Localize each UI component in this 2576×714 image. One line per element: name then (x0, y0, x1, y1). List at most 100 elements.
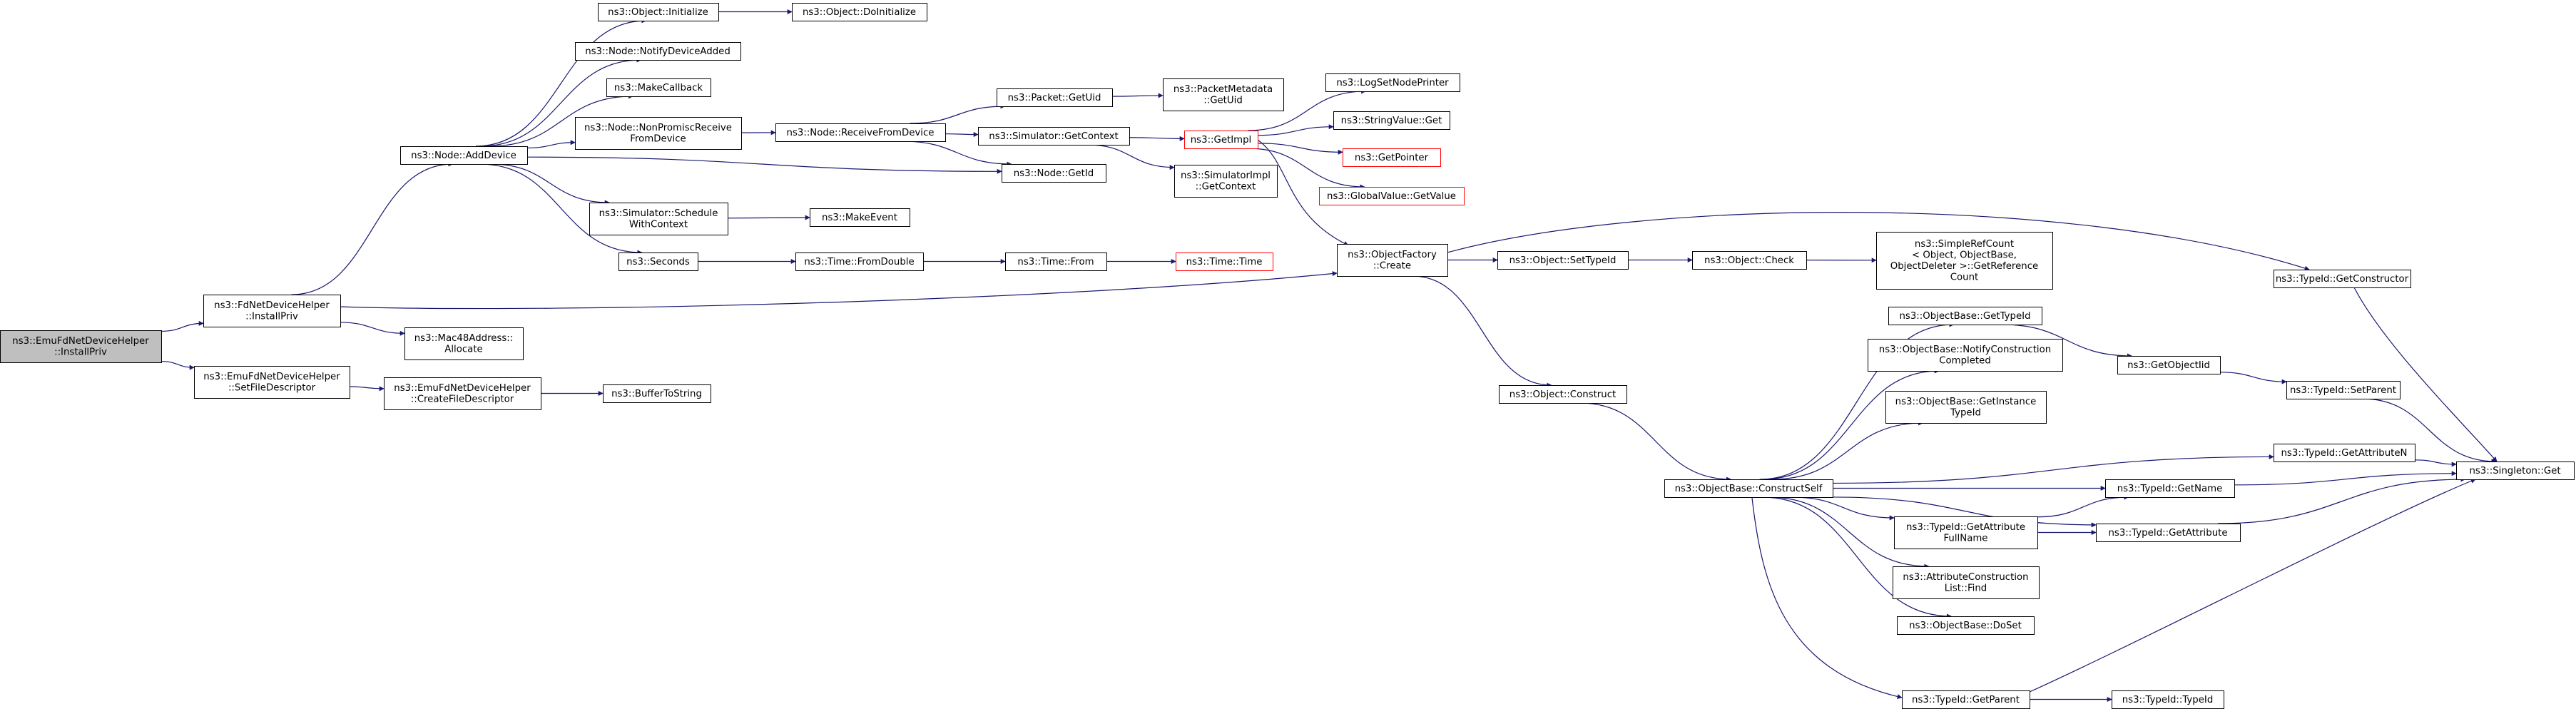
node-settypeid[interactable]: ns3::Object::SetTypeId (1497, 251, 1629, 270)
node-label-line: ns3::Object::SetTypeId (1510, 255, 1617, 266)
node-getattrn[interactable]: ns3::TypeId::GetAttributeN (2274, 444, 2415, 462)
node-label-line: ns3::PacketMetadata (1174, 84, 1273, 95)
node-label-line: ns3::Object::Initialize (608, 7, 708, 18)
node-label-line: ns3::MakeCallback (614, 83, 703, 93)
node-seconds[interactable]: ns3::Seconds (618, 253, 698, 271)
node-box (2456, 461, 2575, 480)
node-box (1897, 616, 2035, 635)
node-getparent[interactable]: ns3::TypeId::GetParent (1902, 690, 2030, 709)
node-doset[interactable]: ns3::ObjectBase::DoSet (1897, 616, 2035, 635)
node-pmeta[interactable]: ns3::PacketMetadata::GetUid (1163, 78, 1284, 111)
node-label-line: ns3::Node::NonPromiscReceive (584, 123, 732, 133)
edge-node_add-to-makecb (489, 93, 633, 147)
edge-getctx-to-getimpl (1129, 136, 1185, 141)
node-refcount[interactable]: ns3::SimpleRefCount< Object, ObjectBase,… (1876, 232, 2053, 290)
node-label-line: ns3::Simulator::GetContext (989, 131, 1118, 142)
node-label-line: ns3::Simulator::Schedule (599, 208, 718, 219)
node-label-line: ns3::FdNetDeviceHelper (214, 300, 330, 311)
node-emu_create[interactable]: ns3::EmuFdNetDeviceHelper::CreateFileDes… (384, 377, 541, 410)
node-globalget[interactable]: ns3::GlobalValue::GetValue (1319, 187, 1465, 205)
node-box (997, 88, 1113, 107)
node-getobjid[interactable]: ns3::GetObjectIid (2117, 356, 2221, 374)
edge-getimpl-to-strget (1257, 124, 1334, 136)
node-getctor[interactable]: ns3::TypeId::GetConstructor (2274, 270, 2411, 288)
node-logset[interactable]: ns3::LogSetNodePrinter (1325, 73, 1460, 92)
node-box (1337, 244, 1448, 277)
node-box (1002, 164, 1106, 183)
node-getuid[interactable]: ns3::Packet::GetUid (997, 88, 1113, 107)
node-root[interactable]: ns3::EmuFdNetDeviceHelper::InstallPriv (0, 330, 162, 363)
node-strget[interactable]: ns3::StringValue::Get (1333, 111, 1450, 130)
node-label-line: ns3::TypeId::TypeId (2122, 695, 2214, 705)
edge-root-to-fd_install (161, 320, 204, 332)
edge-getimpl-to-getptr (1257, 143, 1343, 155)
node-label-line: ns3::MakeEvent (822, 213, 897, 223)
node-box (1664, 479, 1833, 498)
node-notify[interactable]: ns3::Node::NotifyDeviceAdded (575, 42, 741, 61)
edge-getctor-to-singleton (2353, 287, 2498, 462)
node-box (575, 42, 741, 61)
node-box (795, 253, 924, 271)
node-label-line: ns3::Node::NotifyDeviceAdded (585, 46, 730, 57)
node-box (1184, 131, 1258, 149)
node-mac48[interactable]: ns3::Mac48Address::Allocate (404, 327, 524, 360)
node-setparent[interactable]: ns3::TypeId::SetParent (2286, 381, 2401, 399)
node-label-line: ns3::TypeId::GetParent (1912, 695, 2020, 705)
node-factory[interactable]: ns3::ObjectFactory::Create (1337, 244, 1448, 277)
node-label-line: List::Find (1945, 583, 1987, 594)
edge-getname-to-singleton (2234, 471, 2457, 486)
edge-construct-to-cself (1580, 402, 1732, 482)
node-fd_install[interactable]: ns3::FdNetDeviceHelper::InstallPriv (203, 295, 341, 327)
node-ob_notify[interactable]: ns3::ObjectBase::NotifyConstructionCompl… (1868, 339, 2063, 372)
node-box (1692, 251, 1807, 270)
node-box (1174, 165, 1278, 198)
node-box (1497, 251, 1629, 270)
node-check[interactable]: ns3::Object::Check (1692, 251, 1807, 270)
edge-getobjid-to-setparent (2219, 372, 2287, 384)
node-obj_init[interactable]: ns3::Object::Initialize (598, 3, 719, 21)
node-makecb[interactable]: ns3::MakeCallback (606, 78, 711, 97)
node-label-line: ns3::GetObjectIid (2127, 360, 2210, 371)
node-construct[interactable]: ns3::Object::Construct (1499, 385, 1627, 404)
node-getctx[interactable]: ns3::Simulator::GetContext (978, 127, 1130, 146)
node-typeid[interactable]: ns3::TypeId::TypeId (2112, 690, 2224, 709)
edge-recv-to-getid (902, 141, 1012, 167)
node-recv[interactable]: ns3::Node::ReceiveFromDevice (775, 123, 946, 142)
node-emu_setfd[interactable]: ns3::EmuFdNetDeviceHelper::SetFileDescri… (194, 366, 350, 399)
node-getattr[interactable]: ns3::TypeId::GetAttribute (2096, 524, 2241, 542)
node-getptr[interactable]: ns3::GetPointer (1343, 148, 1441, 167)
node-label-line: ns3::TypeId::GetAttribute (2108, 528, 2227, 539)
node-singleton[interactable]: ns3::Singleton::Get (2456, 461, 2575, 480)
edge-layer (161, 9, 2498, 702)
edge-getimpl-to-factory (1257, 139, 1349, 246)
node-time[interactable]: ns3::Time::Time (1176, 253, 1273, 271)
node-getname[interactable]: ns3::TypeId::GetName (2105, 479, 2235, 498)
node-getimpl[interactable]: ns3::GetImpl (1184, 131, 1258, 149)
node-box (2274, 444, 2415, 462)
edge-cself-to-doset (1762, 496, 1952, 619)
edge-getattr-to-singleton (2217, 476, 2466, 524)
edge-cself-to-ob_gettid (1759, 322, 1955, 480)
node-from[interactable]: ns3::Time::From (1005, 253, 1107, 271)
node-obj_doinit[interactable]: ns3::Object::DoInitialize (792, 3, 927, 21)
node-cself[interactable]: ns3::ObjectBase::ConstructSelf (1664, 479, 1833, 498)
node-ob_gettid[interactable]: ns3::ObjectBase::GetTypeId (1888, 307, 2042, 325)
node-node_add[interactable]: ns3::Node::AddDevice (400, 146, 528, 165)
node-label-line: ns3::TypeId::GetConstructor (2276, 274, 2409, 285)
edge-fd_install-to-mac48 (340, 322, 405, 336)
node-label-line: FromDevice (630, 134, 686, 145)
edge-cself-to-attrfull (1792, 496, 1895, 521)
node-fromdouble[interactable]: ns3::Time::FromDouble (795, 253, 924, 271)
node-makeevent[interactable]: ns3::MakeEvent (810, 208, 910, 227)
node-label-line: ::InstallPriv (54, 347, 107, 358)
node-buffertostring[interactable]: ns3::BufferToString (603, 384, 711, 403)
node-getid[interactable]: ns3::Node::GetId (1002, 164, 1106, 183)
node-label-line: ::SetFileDescriptor (228, 383, 316, 394)
node-simimpl[interactable]: ns3::SimulatorImpl::GetContext (1174, 165, 1278, 198)
edge-factory-to-construct (1412, 275, 1552, 388)
